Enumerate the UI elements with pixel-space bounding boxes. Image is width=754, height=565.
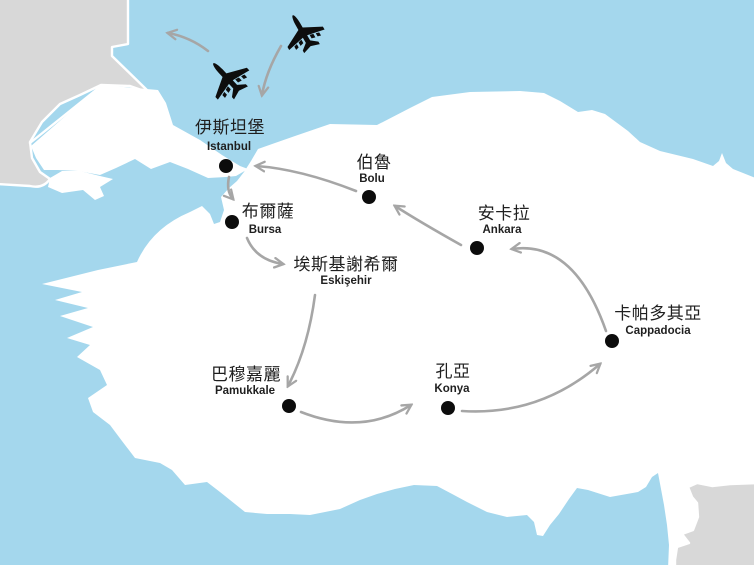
city-label-zh-ankara: 安卡拉 bbox=[478, 204, 531, 223]
city-label-zh-cappadocia: 卡帕多其亞 bbox=[614, 304, 702, 323]
route-arrow-cappadocia-ankara bbox=[512, 248, 608, 333]
route-arrow-eskisehir-pamukkale bbox=[288, 293, 317, 386]
route-arrow-plane-arriving bbox=[262, 44, 283, 95]
city-marker-pamukkale bbox=[282, 399, 296, 413]
city-label-en-bolu: Bolu bbox=[359, 173, 385, 185]
city-label-en-bursa: Bursa bbox=[249, 224, 282, 236]
landmass-balkans bbox=[0, 0, 152, 188]
city-marker-cappadocia bbox=[605, 334, 619, 348]
route-arrow-bolu-istanbul bbox=[256, 166, 358, 193]
city-label-en-cappadocia: Cappadocia bbox=[625, 325, 691, 337]
city-marker-bursa bbox=[225, 215, 239, 229]
route-arrow-konya-cappadocia bbox=[460, 364, 600, 413]
route-arrow-istanbul-bursa bbox=[228, 175, 233, 199]
landmass-turkey bbox=[42, 91, 754, 565]
city-markers bbox=[219, 159, 619, 415]
city-label-en-pamukkale: Pamukkale bbox=[215, 385, 275, 397]
city-label-zh-bursa: 布爾薩 bbox=[242, 202, 295, 221]
route-arrows bbox=[168, 33, 608, 424]
city-marker-istanbul bbox=[219, 159, 233, 173]
route-arrow-bursa-eskisehir bbox=[245, 236, 283, 264]
city-label-en-konya: Konya bbox=[434, 383, 470, 395]
route-arrow-ankara-bolu bbox=[395, 206, 463, 247]
route-arrow-pamukkale-konya bbox=[299, 405, 411, 424]
city-label-zh-pamukkale: 巴穆嘉麗 bbox=[211, 365, 281, 384]
city-label-zh-bolu: 伯魯 bbox=[357, 153, 392, 172]
city-marker-bolu bbox=[362, 190, 376, 204]
city-label-en-eskisehir: Eskişehir bbox=[320, 275, 372, 287]
city-label-zh-istanbul: 伊斯坦堡 bbox=[195, 118, 265, 137]
city-label-en-ankara: Ankara bbox=[483, 224, 523, 236]
city-marker-ankara bbox=[470, 241, 484, 255]
city-label-zh-konya: 孔亞 bbox=[436, 362, 471, 381]
landmass-gallipoli bbox=[48, 171, 113, 200]
landmass-syria bbox=[673, 481, 754, 565]
landmass-thrace bbox=[31, 85, 248, 178]
route-arrow-plane-departing bbox=[168, 33, 210, 53]
city-labels: 伊斯坦堡 Istanbul 伯魯 Bolu 布爾薩 Bursa 安卡拉 Anka… bbox=[195, 118, 702, 397]
city-label-en-istanbul: Istanbul bbox=[207, 141, 251, 153]
city-marker-konya bbox=[441, 401, 455, 415]
city-label-zh-eskisehir: 埃斯基謝希爾 bbox=[294, 255, 399, 274]
